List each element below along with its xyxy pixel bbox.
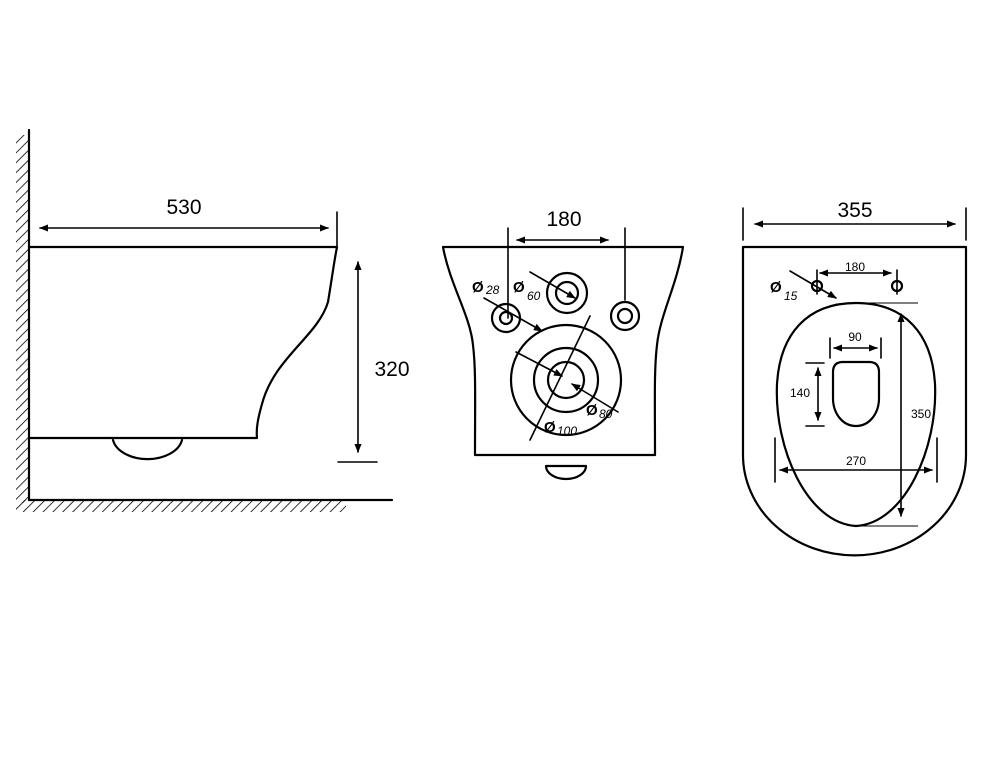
pipe-diameter-label: 60: [527, 289, 541, 303]
height-dimension-label: 320: [374, 358, 409, 381]
width-dimension-label: 530: [166, 196, 201, 219]
outlet-inner-leader-a: [515, 351, 563, 377]
outlet-inner-circle: [546, 360, 586, 400]
outlet-inner-diameter-symbol: Ø: [586, 402, 598, 419]
inlet-leader: [483, 297, 543, 332]
bowl-length-label: 350: [911, 407, 931, 421]
floor-hatch: [16, 500, 346, 512]
bottom-outlet-shape: [544, 464, 588, 481]
spacing-dimension-label: 180: [546, 208, 581, 231]
top-width-dimension-label: 355: [837, 199, 872, 222]
inlet-diameter-label: 28: [485, 283, 500, 297]
pipe-diameter-symbol: Ø: [513, 279, 525, 296]
bolt-diameter-label: 15: [784, 289, 798, 303]
pipe-leader: [529, 271, 576, 299]
outlet-inner-diameter-label: 80: [599, 407, 613, 421]
inlet-diameter-symbol: Ø: [472, 279, 484, 296]
outlet-bulge: [111, 438, 184, 461]
water-inlet-inner: [498, 310, 514, 326]
bolt-spacing-label: 180: [845, 260, 865, 274]
bowl-opening-outline: [775, 301, 937, 528]
outlet-outer-circle: [509, 323, 623, 437]
back-view-outline: [441, 245, 685, 457]
outlet-width-label: 90: [848, 330, 862, 344]
toilet-side-profile: [27, 245, 339, 440]
outlet-outer-leader: [529, 315, 591, 441]
side-view: 530 320: [16, 128, 410, 512]
top-view: 355 180 Ø 15 90 140 350 270: [741, 199, 968, 557]
water-inlet-outer: [490, 302, 522, 334]
bowl-width-label: 270: [846, 454, 866, 468]
outlet-inner-leader-b: [571, 383, 619, 413]
outlet-length-label: 140: [790, 386, 810, 400]
pipe-hole-inner: [554, 280, 580, 306]
back-view: 180 Ø 28 Ø 60 Ø 80 Ø 100: [441, 208, 685, 481]
bolt-diameter-leader: [789, 270, 837, 299]
pipe-hole-outer: [545, 271, 589, 315]
bolt-hole-outer: [609, 300, 641, 332]
outlet-outer-diameter-label: 100: [557, 424, 577, 438]
outlet-middle-circle: [532, 346, 600, 414]
bolt-hole-inner: [616, 307, 634, 325]
top-view-outline: [741, 245, 968, 557]
drain-opening: [831, 360, 881, 428]
outlet-outer-diameter-symbol: Ø: [544, 419, 556, 436]
bolt-diameter-symbol: Ø: [770, 279, 782, 296]
wall-hatch: [16, 135, 28, 503]
